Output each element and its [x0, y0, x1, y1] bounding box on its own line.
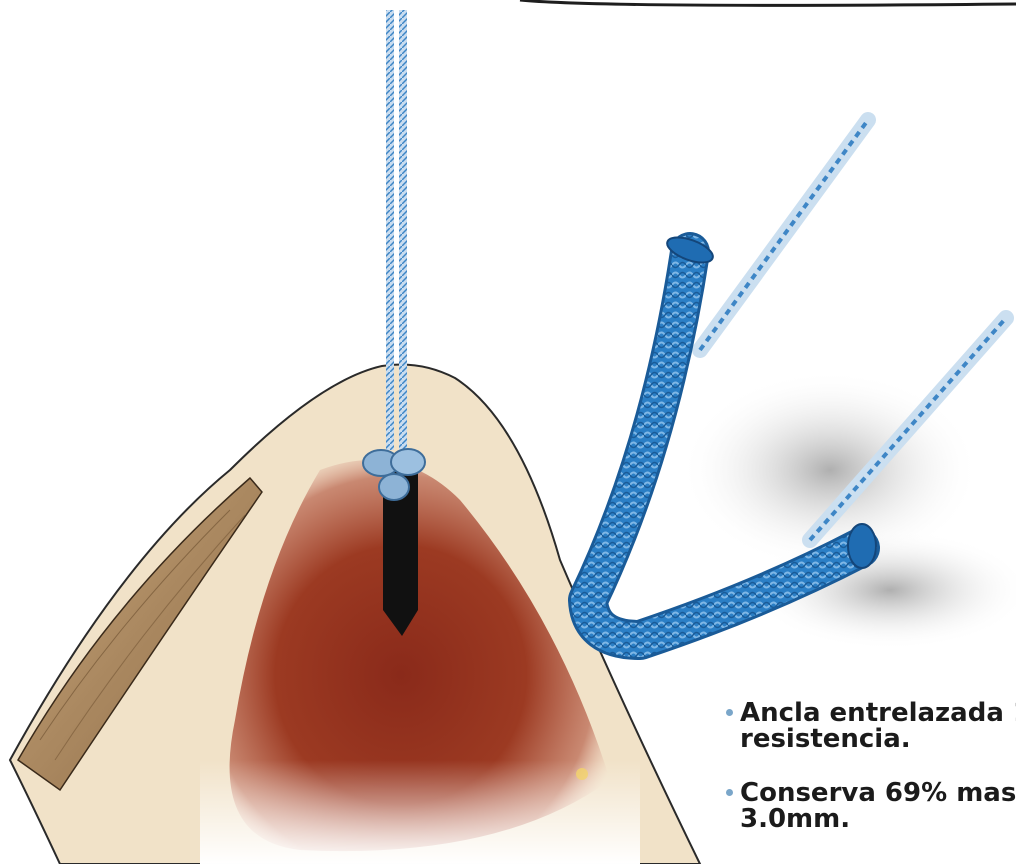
bullet-icon — [726, 709, 733, 716]
suture-strand — [386, 10, 394, 450]
bullet-icon — [726, 789, 733, 796]
suture-strand — [399, 10, 407, 450]
feature-item: Ancla entrelazada 1 resistencia. — [726, 700, 1016, 752]
frame-edge — [520, 0, 1016, 5]
feature-list: Ancla entrelazada 1 resistencia. Conserv… — [726, 700, 1016, 860]
feature-item: Conserva 69% mas 3.0mm. — [726, 780, 1016, 832]
